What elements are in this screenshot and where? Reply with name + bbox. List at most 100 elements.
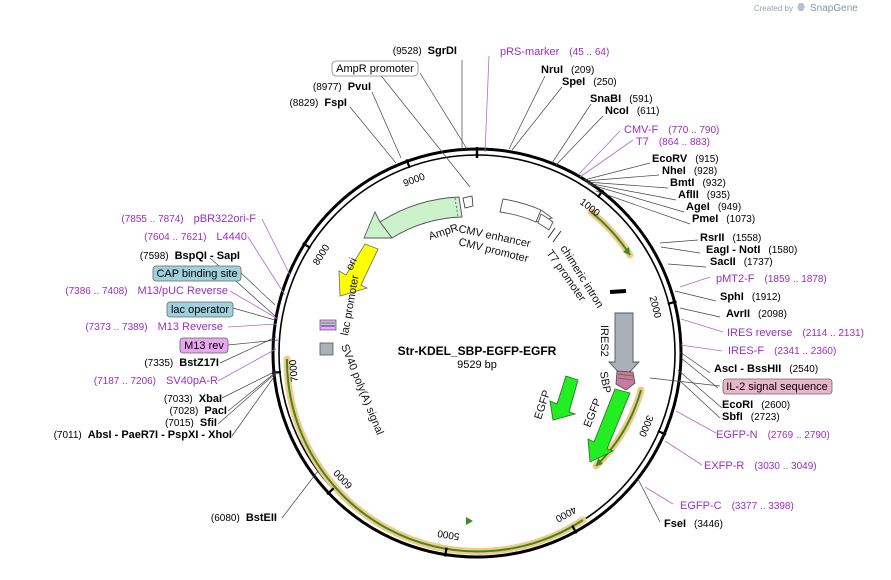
site-position: (7598) — [140, 251, 169, 262]
site-name: EcoRI — [722, 399, 753, 411]
site-name: PvuI — [348, 81, 371, 93]
m13-rev-box: M13 rev — [179, 337, 229, 354]
tick-mark — [667, 300, 677, 305]
feature-leaders — [217, 55, 724, 505]
cap-binding-site-text: CAP binding site — [156, 268, 237, 280]
il2-signal-text: IL-2 signal sequence — [726, 381, 828, 393]
plasmid-length: 9529 bp — [457, 359, 497, 371]
egfp-arrow-b — [587, 388, 631, 463]
site-name: AgeI — [686, 201, 710, 213]
ampr-promoter-text: AmpR promoter — [336, 63, 414, 75]
site-position: (1737) — [744, 257, 773, 268]
feature-range: (770 .. 790) — [668, 125, 719, 136]
site-position: (7015) — [165, 418, 194, 429]
m13-rev-text: M13 rev — [184, 340, 224, 352]
lac-operator-box: lac operator — [166, 301, 234, 318]
site-position: (7011) — [54, 430, 82, 441]
site-position: (1912) — [752, 292, 781, 303]
tick-label: 7000 — [288, 359, 301, 383]
site-name: AbsI - PaeR7I - PspXI - XhoI — [88, 429, 232, 441]
site-name: FspI — [324, 97, 347, 109]
site-name: SbfI — [722, 411, 743, 423]
sbp-arrow — [615, 370, 636, 391]
tick-label: 3000 — [636, 413, 655, 438]
site-position: (7335) — [144, 358, 173, 369]
feature-range: (7604 .. 7621) — [144, 232, 206, 243]
lac-promoter-feature — [319, 319, 337, 356]
egfp-arrow-a — [549, 375, 579, 421]
left-feature-labels: pBR322ori-F(7855 .. 7874)L4440(7604 .. 7… — [65, 213, 256, 387]
feature-name: M13/pUC Reverse — [138, 285, 228, 297]
feature-range: (7373 .. 7389) — [85, 322, 147, 333]
ori-arrow — [338, 243, 379, 297]
site-position: (209) — [571, 65, 594, 76]
site-position: (915) — [695, 154, 718, 165]
credit-text: Created by — [754, 4, 793, 13]
site-name: PmeI — [692, 213, 718, 225]
tick-label: 5000 — [436, 527, 460, 541]
site-position: (9528) — [393, 46, 422, 57]
feature-name: pRS-marker — [500, 46, 560, 58]
ampr-promoter-feature — [462, 195, 474, 209]
site-position: (932) — [702, 178, 725, 189]
feature-name: L4440 — [216, 231, 247, 243]
site-leaders — [209, 60, 723, 523]
feature-range: (864 .. 883) — [659, 137, 710, 148]
feature-name: EGFP-C — [680, 500, 722, 512]
site-name: SpeI — [562, 76, 585, 88]
lac-operator-text: lac operator — [171, 304, 229, 316]
ori-label: ori — [344, 256, 360, 272]
tick-label: 8000 — [311, 242, 332, 267]
site-name: SphI — [720, 291, 744, 303]
site-position: (7028) — [169, 406, 198, 417]
feature-range: (7386 .. 7408) — [65, 286, 127, 297]
feature-name: EXFP-R — [704, 460, 744, 472]
site-name: SfiI — [200, 417, 217, 429]
snapgene-logo-icon — [797, 3, 805, 11]
site-position: (8829) — [289, 98, 318, 109]
tick-mark — [271, 370, 282, 374]
tick-mark — [571, 524, 578, 534]
site-name: NheI — [662, 165, 686, 177]
site-name: BstEII — [246, 512, 277, 524]
site-name: BspQI - SapI — [175, 250, 240, 262]
site-name: SgrDI — [428, 45, 457, 57]
orf-arrowheads — [466, 247, 630, 525]
site-name: AflII — [678, 189, 699, 201]
site-name: AscI - BssHII — [714, 363, 781, 375]
ampr-label: AmpR — [427, 222, 460, 243]
site-name: PacI — [204, 405, 227, 417]
tick-mark — [657, 430, 667, 436]
site-position: (250) — [593, 77, 616, 88]
site-name: SacII — [710, 256, 736, 268]
site-position: (7033) — [164, 394, 193, 405]
site-position: (1073) — [726, 214, 755, 225]
site-position: (2540) — [789, 364, 818, 375]
site-name: BmtI — [670, 177, 694, 189]
tick-mark — [444, 547, 448, 557]
feature-name: IRES-F — [728, 345, 764, 357]
site-position: (1558) — [732, 233, 761, 244]
site-position: (949) — [718, 202, 741, 213]
site-name: XbaI — [199, 393, 222, 405]
feature-name: CMV-F — [624, 124, 659, 136]
ampr-promoter-box: AmpR promoter — [331, 60, 419, 77]
site-position: (1580) — [768, 245, 797, 256]
site-name: AvrII — [726, 308, 750, 320]
cap-binding-site-box: CAP binding site — [152, 265, 242, 282]
notI-site-bar — [609, 289, 627, 294]
left-restriction-sites: SgrDI(9528)PvuI(8977)FspI(8829)BspQI - S… — [54, 45, 457, 524]
site-position: (2723) — [751, 412, 780, 423]
tick-mark — [302, 242, 311, 249]
ires2-arrow — [607, 312, 641, 379]
brand-text: SnapGene — [810, 3, 858, 14]
feature-range: (1859 .. 1878) — [765, 274, 827, 285]
sbp-label: SBP — [597, 370, 613, 394]
site-name: SnaBI — [590, 93, 621, 105]
feature-range: (2341 .. 2360) — [774, 346, 836, 357]
tick-mark — [326, 487, 335, 496]
feature-name: EGFP-N — [716, 429, 758, 441]
plasmid-name: Str-KDEL_SBP-EGFP-EGFR — [398, 344, 557, 358]
tick-label: 2000 — [647, 295, 663, 320]
